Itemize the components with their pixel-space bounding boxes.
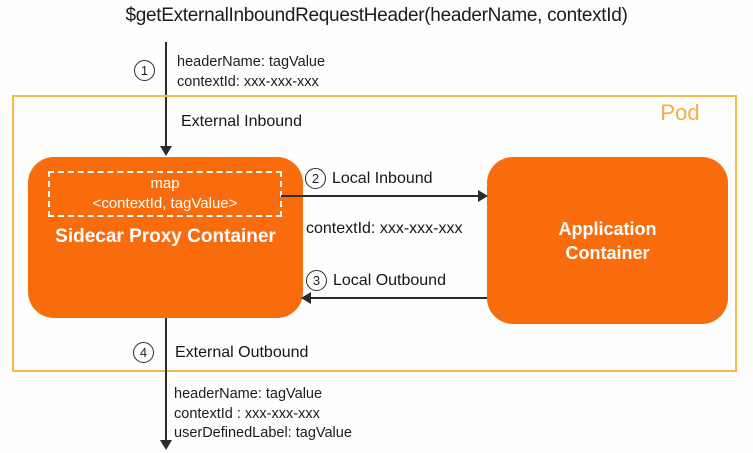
map-signature: <contextId, tagValue> — [92, 195, 238, 212]
application-container: Application Container — [487, 157, 728, 324]
map-title: map — [150, 175, 180, 192]
external-inbound-arrowhead-icon — [160, 146, 172, 156]
step-4-badge: 4 — [133, 342, 154, 363]
sidecar-proxy-container: map <contextId, tagValue> Sidecar Proxy … — [28, 157, 303, 318]
annotation-line: contextId : xxx-xxx-xxx — [174, 405, 320, 422]
step-1-badge: 1 — [134, 60, 155, 81]
local-inbound-annotation: contextId: xxx-xxx-xxx — [306, 220, 463, 237]
external-outbound-arrow-line — [165, 318, 167, 441]
external-inbound-annotation: headerName: tagValue contextId: xxx-xxx-… — [177, 53, 325, 92]
local-outbound-arrowhead-icon — [301, 292, 311, 304]
pod-label: Pod — [660, 100, 700, 125]
diagram-title: $getExternalInboundRequestHeader(headerN… — [125, 5, 628, 26]
external-inbound-arrow-line — [165, 42, 167, 147]
external-outbound-annotation: headerName: tagValue contextId : xxx-xxx… — [174, 385, 352, 444]
external-outbound-arrowhead-icon — [160, 440, 172, 450]
annotation-line: headerName: tagValue — [174, 386, 323, 402]
step-3-badge: 3 — [306, 270, 327, 291]
local-inbound-arrow-line — [281, 195, 479, 197]
external-outbound-label: External Outbound — [175, 344, 309, 361]
local-inbound-arrowhead-icon — [478, 190, 488, 202]
step-2-badge: 2 — [305, 168, 326, 189]
application-container-label-line2: Container — [565, 242, 650, 263]
application-container-label-line1: Application — [558, 218, 657, 239]
sidecar-proxy-container-label: Sidecar Proxy Container — [55, 226, 276, 247]
external-inbound-label: External Inbound — [181, 113, 302, 130]
annotation-line: contextId: xxx-xxx-xxx — [177, 73, 319, 90]
context-map-box: map <contextId, tagValue> — [48, 171, 282, 217]
local-outbound-label: Local Outbound — [333, 272, 446, 289]
local-outbound-arrow-line — [310, 297, 487, 299]
local-inbound-label: Local Inbound — [332, 170, 433, 187]
annotation-line: userDefinedLabel: tagValue — [174, 425, 352, 441]
pod-boundary — [12, 95, 737, 372]
annotation-line: headerName: tagValue — [177, 54, 326, 70]
